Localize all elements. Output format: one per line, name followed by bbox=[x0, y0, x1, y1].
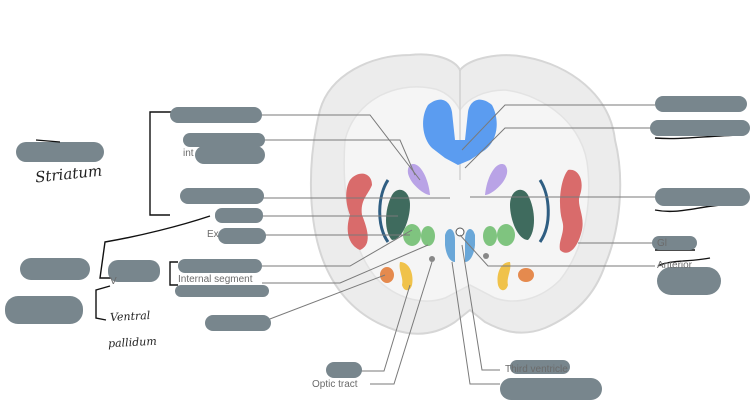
leader-8 bbox=[261, 274, 386, 323]
label-external-partial: Ex bbox=[207, 229, 219, 240]
redaction-left-5 bbox=[215, 208, 263, 223]
redaction-right-5 bbox=[657, 267, 721, 295]
redaction-right-3 bbox=[655, 188, 750, 206]
claustrum-right bbox=[538, 179, 550, 243]
leader-14 bbox=[464, 127, 655, 169]
label-glob-partial: Gl bbox=[657, 238, 667, 249]
third-ventricle-left bbox=[445, 228, 455, 262]
redaction-left-9 bbox=[205, 315, 271, 331]
redaction-right-4 bbox=[652, 236, 697, 250]
ventral-bracket bbox=[95, 285, 111, 321]
redaction-left-2 bbox=[183, 133, 265, 147]
redaction-left-10 bbox=[326, 362, 362, 378]
leader-6 bbox=[262, 229, 413, 267]
leader-17 bbox=[459, 234, 655, 267]
insula-right bbox=[559, 169, 583, 253]
putamen-left bbox=[386, 189, 410, 240]
globus-pallidus-left-internal bbox=[421, 226, 435, 246]
redaction-left-4 bbox=[180, 188, 264, 204]
striatum-bracket bbox=[149, 111, 172, 216]
leader-7 bbox=[262, 244, 429, 284]
amygdala-right bbox=[518, 268, 534, 282]
anterior-underline bbox=[657, 257, 711, 267]
optic-right bbox=[497, 262, 511, 291]
internal-external-bracket bbox=[169, 261, 178, 286]
globus-pallidus-right-external bbox=[497, 224, 515, 246]
ventral-pallidum-dot-right bbox=[483, 253, 489, 259]
leader-13 bbox=[461, 104, 655, 151]
putamen-right bbox=[510, 189, 534, 240]
claustrum-left bbox=[378, 179, 390, 243]
pallidum-bracket bbox=[99, 215, 211, 279]
brain-section bbox=[309, 53, 622, 335]
redaction-left-1 bbox=[170, 107, 262, 123]
amygdala-left bbox=[380, 267, 394, 283]
label-internal-partial: int bbox=[183, 148, 194, 159]
lateral-ventricles bbox=[423, 99, 497, 165]
redaction-bottom-1 bbox=[510, 360, 570, 374]
structures bbox=[346, 99, 583, 291]
redaction-right-2 bbox=[650, 120, 750, 136]
anterior-commissure-left bbox=[455, 227, 465, 237]
redaction-pallidum bbox=[108, 260, 160, 282]
redaction-hand-2 bbox=[20, 258, 90, 280]
optic-left bbox=[399, 262, 413, 291]
handwritten-ventral: Ventral bbox=[109, 308, 151, 325]
redactions bbox=[5, 96, 750, 400]
redaction-left-3 bbox=[195, 146, 265, 164]
leader-12 bbox=[451, 261, 500, 385]
redaction-left-6 bbox=[218, 228, 266, 244]
label-ventral-partial: V bbox=[110, 276, 117, 287]
redaction-left-8 bbox=[175, 285, 269, 297]
label-third-ventricle: Third ventricle bbox=[505, 364, 568, 375]
white-matter bbox=[343, 86, 590, 302]
label-optic-tract: Optic tract bbox=[312, 379, 358, 390]
redaction-hand-3 bbox=[5, 296, 83, 324]
ink-scribbles bbox=[35, 139, 61, 143]
ventral-pallidum-dot bbox=[429, 256, 435, 262]
insula-left bbox=[346, 173, 372, 250]
leader-2 bbox=[262, 139, 416, 176]
leader-11 bbox=[461, 244, 500, 371]
globus-pallidus-left-external bbox=[403, 224, 421, 246]
redaction-right-1 bbox=[655, 96, 747, 112]
redaction-bottom-2 bbox=[500, 378, 602, 400]
redaction-left-7 bbox=[178, 259, 262, 273]
redaction-hand-1 bbox=[16, 142, 104, 162]
handwritten-pallidum: pallidum bbox=[107, 334, 158, 351]
label-internal-segment: Internal segment bbox=[178, 274, 253, 285]
caudate-right bbox=[485, 164, 508, 195]
label-anterior-partial: Anterior bbox=[657, 260, 693, 271]
scribble-1 bbox=[35, 139, 61, 143]
leader-1 bbox=[262, 114, 421, 181]
globus-pallidus-right-internal bbox=[483, 226, 497, 246]
leader-10 bbox=[370, 261, 433, 385]
